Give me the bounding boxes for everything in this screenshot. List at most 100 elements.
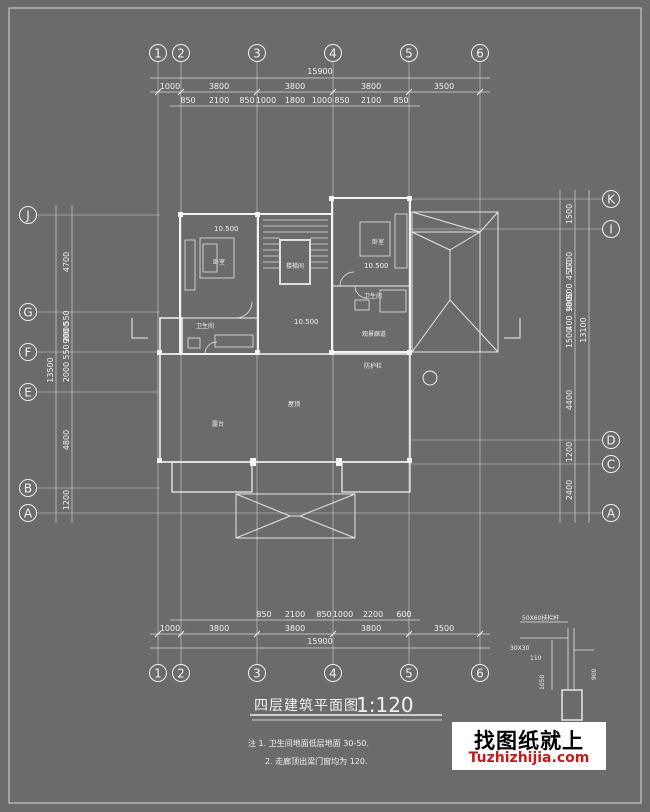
dim-bot1-2: 3800 bbox=[285, 624, 305, 633]
dim-top1-0: 1000 bbox=[160, 82, 180, 91]
axis-bubble-top-6-label: 6 bbox=[476, 47, 484, 61]
axis-bubble-bottom-3: 3 bbox=[248, 664, 266, 682]
axis-bubble-left-G: G bbox=[19, 303, 37, 321]
note-2: 2. 走廊顶出梁门窗均为 120. bbox=[265, 756, 368, 766]
dim-bot2-3: 1000 bbox=[333, 610, 353, 619]
watermark-cn: 找图纸就上 bbox=[474, 729, 584, 753]
axis-bubble-bottom-4-label: 4 bbox=[329, 667, 337, 681]
dim-left-7: 1200 bbox=[62, 490, 71, 510]
axis-bubble-right-A: A bbox=[602, 504, 620, 522]
dim-left-3: 900 bbox=[62, 328, 71, 343]
axis-bubble-left-J: J bbox=[19, 206, 37, 224]
dim-right-1: 2700 bbox=[565, 252, 574, 272]
dim-top-total: 15900 bbox=[307, 67, 332, 76]
dim-top1-3: 3800 bbox=[361, 82, 381, 91]
axis-bubble-left-G-label: G bbox=[23, 306, 32, 320]
room-stair: 楼梯间 bbox=[286, 262, 304, 270]
dim-right-10: 2400 bbox=[565, 480, 574, 500]
dim-top1-4: 3500 bbox=[434, 82, 454, 91]
dim-left-2: 550 bbox=[62, 310, 71, 325]
lower-roof bbox=[235, 493, 356, 539]
dim-right-5: 500 bbox=[565, 283, 574, 298]
axis-bubble-bottom-2-label: 2 bbox=[177, 667, 185, 681]
detail-dim-a: 110 bbox=[530, 655, 542, 662]
axis-bubble-top-1: 1 bbox=[149, 44, 167, 62]
axis-bubble-bottom-1-label: 1 bbox=[154, 667, 162, 681]
dim-top2-1: 2100 bbox=[209, 96, 229, 105]
axis-bubble-top-2-label: 2 bbox=[177, 47, 185, 61]
sheet-frame bbox=[8, 7, 642, 804]
dim-right-8: 4400 bbox=[565, 390, 574, 410]
axis-bubble-top-4-label: 4 bbox=[329, 47, 337, 61]
axis-bubble-top-3-label: 3 bbox=[253, 47, 261, 61]
axis-bubble-top-5: 5 bbox=[400, 44, 418, 62]
dimension-ticks bbox=[154, 88, 484, 638]
axis-bubble-bottom-2: 2 bbox=[172, 664, 190, 682]
detail-railing-label: 50X60扶栏杆 bbox=[522, 614, 559, 622]
dim-top2-4: 1800 bbox=[285, 96, 305, 105]
axis-bubble-left-E-label: E bbox=[24, 386, 32, 400]
door-swings bbox=[204, 271, 368, 355]
axis-bubble-right-D-label: D bbox=[606, 434, 615, 448]
axis-bubble-left-F: F bbox=[19, 343, 37, 361]
column-bubbles: 1 1 2 2 3 3 4 4 5 5 6 6 bbox=[149, 44, 489, 682]
dim-right-9: 1200 bbox=[565, 442, 574, 462]
room-bedroom-right: 卧室 bbox=[372, 238, 384, 246]
axis-bubble-left-A: A bbox=[19, 504, 37, 522]
axis-bubble-bottom-5: 5 bbox=[400, 664, 418, 682]
dim-top2-0: 850 bbox=[180, 96, 195, 105]
dim-left-0: 4700 bbox=[62, 252, 71, 272]
dim-bot2-1: 2100 bbox=[285, 610, 305, 619]
plan-scale: 1:120 bbox=[356, 693, 414, 717]
axis-bubble-bottom-6-label: 6 bbox=[476, 667, 484, 681]
dim-right-6: 1800 bbox=[565, 292, 574, 312]
axis-bubble-right-K: K bbox=[602, 190, 620, 208]
dim-bot1-3: 3800 bbox=[361, 624, 381, 633]
room-bedroom-left: 卧室 bbox=[213, 258, 225, 266]
section-marks bbox=[131, 318, 521, 386]
dim-top1-1: 3800 bbox=[209, 82, 229, 91]
dimension-lines bbox=[55, 77, 590, 649]
dim-bot1-1: 3800 bbox=[209, 624, 229, 633]
dim-right-3: 400 bbox=[565, 315, 574, 330]
plan-title: 四层建筑平面图 bbox=[254, 698, 359, 714]
dim-left-5: 2000 bbox=[62, 362, 71, 382]
axis-bubble-right-K-label: K bbox=[607, 193, 616, 207]
dim-top2-5: 1000 bbox=[312, 96, 332, 105]
axis-bubble-top-6: 6 bbox=[471, 44, 489, 62]
dim-bottom-total: 15900 bbox=[307, 637, 332, 646]
room-corridor: 观景廊道 bbox=[362, 330, 386, 338]
axis-bubble-left-B: B bbox=[19, 479, 37, 497]
stairs bbox=[263, 219, 328, 285]
dim-top1-2: 3800 bbox=[285, 82, 305, 91]
axis-bubble-bottom-6: 6 bbox=[471, 664, 489, 682]
dim-left-4: 550 bbox=[62, 344, 71, 359]
axis-bubble-right-D: D bbox=[602, 431, 620, 449]
railing-detail bbox=[520, 621, 594, 721]
room-terrace: 露台 bbox=[212, 420, 224, 428]
dim-top2-2: 850 bbox=[239, 96, 254, 105]
roof-outline bbox=[411, 211, 499, 353]
dim-bot2-0: 850 bbox=[256, 610, 271, 619]
columns bbox=[157, 196, 412, 466]
dim-right-2: 4500 bbox=[565, 260, 574, 280]
dim-right-7: 1500 bbox=[565, 328, 574, 348]
axis-bubble-left-F-label: F bbox=[25, 346, 32, 360]
axis-bubble-top-4: 4 bbox=[324, 44, 342, 62]
axis-bubble-top-3: 3 bbox=[248, 44, 266, 62]
grid-lines bbox=[37, 62, 602, 664]
dim-bot1-4: 3500 bbox=[434, 624, 454, 633]
room-guard: 防护栏 bbox=[364, 362, 382, 370]
detail-post-label: 30X30 bbox=[510, 645, 530, 652]
dim-right-total: 13100 bbox=[579, 317, 588, 342]
axis-bubble-top-1-label: 1 bbox=[154, 47, 162, 61]
axis-bubble-bottom-3-label: 3 bbox=[253, 667, 261, 681]
dim-top2-7: 2100 bbox=[361, 96, 381, 105]
dim-right-segments: 1500270045004009005001800150044001200240… bbox=[565, 204, 574, 500]
axis-bubble-left-J-label: J bbox=[25, 209, 30, 223]
